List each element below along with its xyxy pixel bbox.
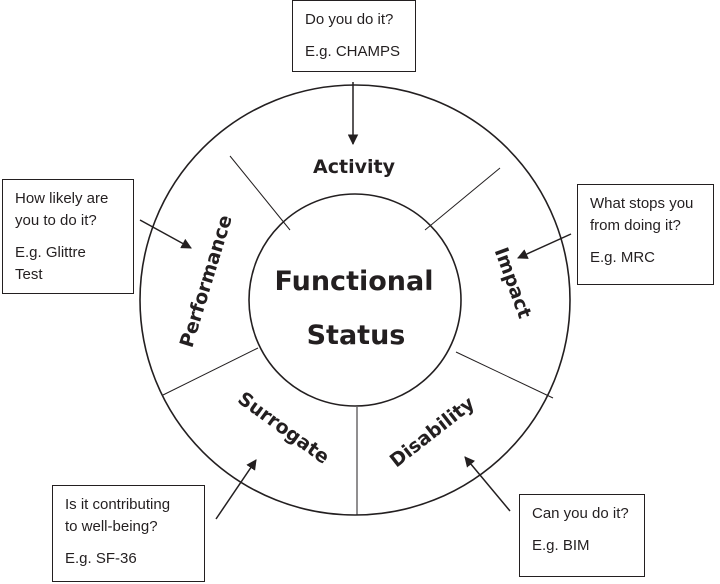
divider-activity-impact: [424, 167, 501, 231]
callout-activity-example: E.g. CHAMPS: [305, 43, 401, 60]
segment-label-performance: Performance: [176, 212, 237, 350]
callout-impact: What stops you from doing it? E.g. MRC: [577, 184, 714, 285]
segment-label-disability: Disability: [386, 392, 480, 472]
callout-surrogate-question-line2: to well-being?: [65, 518, 158, 535]
inner-circle: [248, 193, 462, 407]
callout-activity: Do you do it? E.g. CHAMPS: [292, 0, 416, 72]
callout-surrogate-question-line1: Is it contributing: [65, 496, 171, 513]
callout-disability: Can you do it? E.g. BIM: [519, 494, 645, 577]
callout-performance: How likely are you to do it? E.g. Glittr…: [2, 179, 134, 294]
outer-ring: [139, 84, 571, 516]
callout-surrogate-example: E.g. SF-36: [65, 550, 137, 567]
arrow-surrogate: [215, 459, 257, 520]
callout-disability-question: Can you do it?: [532, 505, 629, 522]
callout-impact-question-line2: from doing it?: [590, 217, 681, 234]
callout-disability-example: E.g. BIM: [532, 537, 590, 554]
callout-activity-question: Do you do it?: [305, 11, 394, 28]
divider-performance-activity: [229, 155, 291, 231]
arrow-impact: [517, 233, 572, 259]
divider-surrogate-performance: [162, 347, 259, 396]
center-label-line2: Status: [307, 320, 406, 351]
callout-performance-question-line1: How likely are: [15, 190, 109, 207]
callout-performance-example-line1: E.g. Glittre: [15, 244, 86, 261]
segment-label-impact: Impact: [490, 245, 536, 322]
divider-impact-disability: [455, 351, 554, 399]
callout-surrogate: Is it contributing to well-being? E.g. S…: [52, 485, 205, 582]
callout-impact-example: E.g. MRC: [590, 249, 656, 266]
center-label-line1: Functional: [275, 266, 434, 297]
segment-label-activity: Activity: [313, 156, 396, 178]
callout-impact-question-line1: What stops you: [590, 195, 694, 212]
callout-performance-example-line2: Test: [15, 266, 43, 283]
arrow-disability: [464, 456, 511, 512]
callout-performance-question-line2: you to do it?: [15, 212, 97, 229]
arrow-performance: [139, 219, 192, 249]
